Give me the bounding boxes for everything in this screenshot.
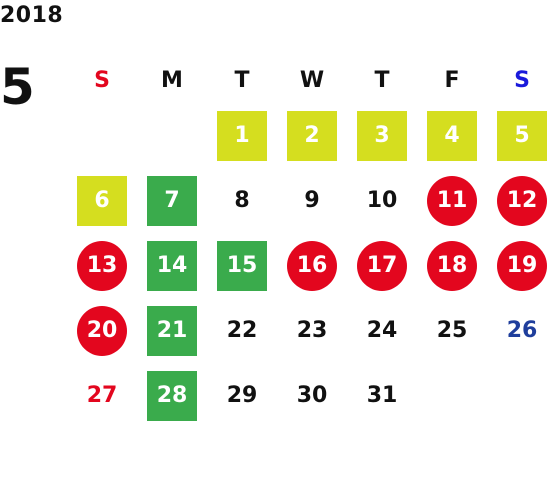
day-number: 4 (427, 110, 477, 161)
day-cell: 31 (347, 363, 417, 428)
day-number: 26 (506, 318, 538, 343)
day-number: 12 (497, 175, 547, 226)
week-row: 20 21 22 23 24 25 26 (67, 298, 548, 363)
day-cell: 26 (487, 298, 548, 363)
day-number: 19 (497, 240, 547, 291)
day-cell: 11 (417, 168, 487, 233)
day-number: 29 (226, 383, 258, 408)
day-number: 25 (436, 318, 468, 343)
day-cell (137, 103, 207, 168)
day-number: 5 (497, 110, 547, 161)
day-cell: 2 (277, 103, 347, 168)
day-number: 13 (77, 240, 127, 291)
day-number: 31 (366, 383, 398, 408)
day-cell: 16 (277, 233, 347, 298)
day-cell: 12 (487, 168, 548, 233)
day-number: 30 (296, 383, 328, 408)
week-row: 27 28 29 30 31 (67, 363, 548, 428)
day-cell: 9 (277, 168, 347, 233)
day-cell: 21 (137, 298, 207, 363)
day-cell: 18 (417, 233, 487, 298)
day-number: 2 (287, 110, 337, 161)
day-cell: 13 (67, 233, 137, 298)
day-number: 14 (147, 240, 197, 291)
day-cell: 8 (207, 168, 277, 233)
day-number: 10 (366, 188, 398, 213)
day-number: 1 (217, 110, 267, 161)
day-cell: 15 (207, 233, 277, 298)
day-cell (417, 363, 487, 428)
day-number: 8 (234, 188, 250, 213)
day-number: 17 (357, 240, 407, 291)
day-cell: 17 (347, 233, 417, 298)
day-number: 16 (287, 240, 337, 291)
day-cell: 10 (347, 168, 417, 233)
day-cell: 30 (277, 363, 347, 428)
day-cell: 28 (137, 363, 207, 428)
day-number: 28 (147, 370, 197, 421)
day-number: 11 (427, 175, 477, 226)
day-number: 18 (427, 240, 477, 291)
day-number: 24 (366, 318, 398, 343)
year-label: 2018 (0, 3, 64, 28)
day-cell: 3 (347, 103, 417, 168)
day-cell: 27 (67, 363, 137, 428)
weekday-label-sunday: S (94, 68, 110, 93)
day-cell: 22 (207, 298, 277, 363)
day-number: 15 (217, 240, 267, 291)
weekday-label-thursday: T (374, 68, 390, 93)
day-number: 21 (147, 305, 197, 356)
day-cell: 20 (67, 298, 137, 363)
day-cell: 29 (207, 363, 277, 428)
day-number: 23 (296, 318, 328, 343)
weekday-label-tuesday: T (234, 68, 250, 93)
day-cell (67, 103, 137, 168)
weekday-label-wednesday: W (299, 68, 325, 93)
day-number: 27 (86, 383, 118, 408)
weekday-label-saturday: S (514, 68, 530, 93)
day-number: 20 (77, 305, 127, 356)
weekday-label-monday: M (161, 68, 183, 93)
day-cell (487, 363, 548, 428)
day-cell: 19 (487, 233, 548, 298)
day-number: 9 (304, 188, 320, 213)
day-cell: 14 (137, 233, 207, 298)
month-number: 5 (0, 58, 35, 116)
day-cell: 1 (207, 103, 277, 168)
day-number: 22 (226, 318, 258, 343)
day-number: 3 (357, 110, 407, 161)
day-cell: 5 (487, 103, 548, 168)
day-cell: 4 (417, 103, 487, 168)
day-cell: 24 (347, 298, 417, 363)
weekday-header: S M T W T F S (67, 58, 548, 103)
day-number: 6 (77, 175, 127, 226)
day-number: 7 (147, 175, 197, 226)
day-cell: 7 (137, 168, 207, 233)
weekday-label-friday: F (444, 68, 460, 93)
day-cell: 6 (67, 168, 137, 233)
week-row: 13 14 15 16 17 18 19 (67, 233, 548, 298)
day-cell: 23 (277, 298, 347, 363)
day-cell: 25 (417, 298, 487, 363)
